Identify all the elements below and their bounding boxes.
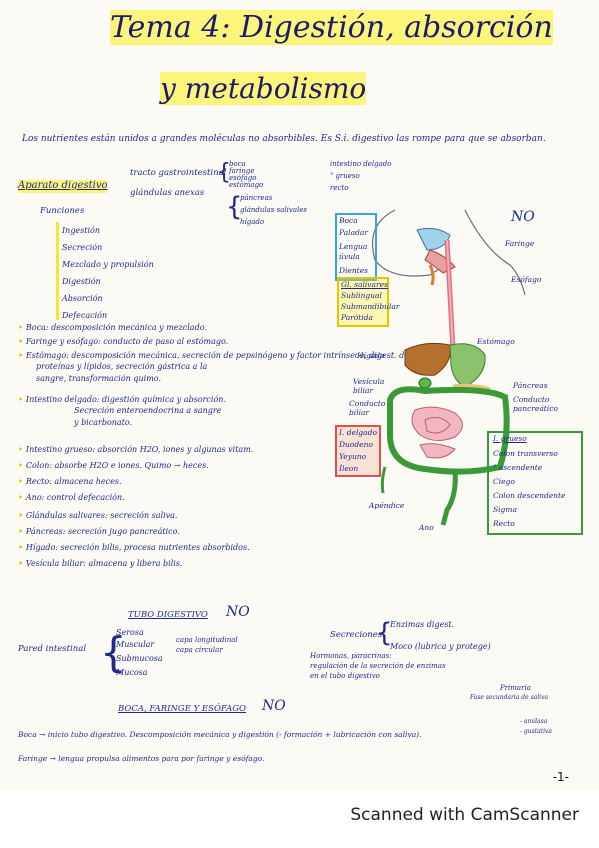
glandulas-label: glándulas anexas <box>130 188 205 198</box>
conducto-biliar-label: Conducto biliar <box>349 399 386 417</box>
camscanner-watermark: Scanned with CamScanner <box>350 805 579 825</box>
ano-label: Ano <box>419 523 434 532</box>
list-item: Vesícula biliar: almacena y libera bilis… <box>25 559 183 568</box>
list-item: Recto: almacena heces. <box>25 477 122 486</box>
tracto-right-item: recto <box>330 184 349 192</box>
side-note: - gustativa <box>520 728 553 735</box>
list-item: Faringe y esófago: conducto de paso al e… <box>25 337 229 346</box>
digestive-system-diagram: NO Faringe Esófago Boca Paladar Lengua ú… <box>335 205 585 540</box>
list-item: Páncreas: secreción jugo pancreático. <box>25 527 180 536</box>
page-title-line2: y metabolismo <box>160 72 367 105</box>
tracto-item: faringe <box>229 167 255 175</box>
glandula-item: páncreas <box>240 194 273 202</box>
muscular-note: capa longitudinal <box>176 636 238 644</box>
estomago-label: Estómago <box>477 337 515 346</box>
list-item: Estómago: descomposición mecánica, secre… <box>25 351 423 360</box>
muscular-note: capa circular <box>176 646 223 654</box>
vesicula-label: Vesícula biliar <box>353 377 385 395</box>
no-mark: NO <box>511 209 535 225</box>
hormonas-note: en el tubo digestivo <box>310 672 380 680</box>
higado-label: Hígado <box>357 351 385 360</box>
side-note: Fase secundaria de saliva <box>470 694 549 701</box>
tracto-right-item: intestino delgado <box>330 160 392 168</box>
glandulas-salivares-box: Gl. salivares Sublingual Submandibular P… <box>337 277 399 327</box>
list-item: Serosa <box>116 628 144 637</box>
page-title: Tema 4: Digestión, absorción <box>110 10 553 45</box>
tubo-digestivo-title: TUBO DIGESTIVO <box>128 610 208 620</box>
list-item: Mezclado y propulsión <box>62 260 154 269</box>
brace-icon: { <box>217 160 231 185</box>
side-note: - amilasa <box>520 718 548 725</box>
list-item: Muscular <box>116 640 155 649</box>
pancreas-label: Páncreas <box>513 381 548 390</box>
hormonas-note: regulación de la secreción de enzimas <box>310 662 446 670</box>
intestino-delgado-box: I. delgado Duodeno Yeyuno Íleon <box>335 425 381 477</box>
pared-intestinal-label: Pared intestinal <box>18 644 87 654</box>
intro-paragraph: Los nutrientes están unidos a grandes mo… <box>22 134 546 144</box>
list-item: Defecación <box>62 311 108 320</box>
tracto-item: estómago <box>229 181 264 189</box>
list-item: Intestino grueso: absorción H2O, iones y… <box>25 445 254 454</box>
intestino-grueso-box: I. grueso Colon transverso " ascendente … <box>487 431 583 535</box>
highlight-bar <box>56 222 59 320</box>
funciones-list: Ingestión Secreción Mezclado y propulsió… <box>62 222 154 324</box>
brace-icon: { <box>226 192 243 222</box>
list-item: Boca: descomposición mecánica y mezclado… <box>25 323 207 332</box>
list-item: proteínas y lípidos, secreción gástrica … <box>36 362 208 371</box>
list-item: Mucosa <box>116 668 148 677</box>
list-item: Digestión <box>62 277 101 286</box>
list-item: Ingestión <box>62 226 101 235</box>
boca-box: Boca Paladar Lengua úvula Dientes <box>335 213 377 281</box>
tracto-right-item: " grueso <box>330 172 360 180</box>
tracto-label: tracto gastrointestinal <box>130 168 227 178</box>
boca-line: Boca → inicio tubo digestivo. Descomposi… <box>18 730 422 739</box>
conducto-pancreatico-label: Conducto pancreático <box>513 395 558 413</box>
tracto-item: boca <box>229 160 246 168</box>
list-item: Absorción <box>62 294 103 303</box>
faringe-label: Faringe <box>505 239 535 248</box>
brace-icon: { <box>376 618 393 648</box>
funciones-label: Funciones <box>40 206 85 216</box>
list-item: y bicarbonato. <box>74 418 133 427</box>
secreciones-label: Secreciones <box>330 630 383 640</box>
no-mark: NO <box>226 604 250 620</box>
list-item: Hígado: secreción bilis, procesa nutrien… <box>25 543 250 552</box>
scanned-page: Tema 4: Digestión, absorción y metabolis… <box>18 10 585 784</box>
list-item: Secreción <box>62 243 103 252</box>
glandula-item: hígado <box>240 218 265 226</box>
faringe-line: Faringe → lengua propulsa alimentos para… <box>18 754 265 763</box>
esofago-label: Esófago <box>511 275 542 284</box>
side-note: Primaria <box>500 684 531 692</box>
glandula-item: glándulas salivales <box>240 206 307 214</box>
anatomy-illustration <box>371 209 526 526</box>
list-item: Glándulas salivares: secreción saliva. <box>25 511 178 520</box>
brace-icon: { <box>100 628 127 677</box>
apendice-label: Apéndice <box>369 501 405 510</box>
list-item: Secreción enteroendocrina a sangre <box>74 406 222 415</box>
list-item: Submucosa <box>116 654 163 663</box>
aparato-digestivo-label: Aparato digestivo <box>18 180 108 193</box>
boca-section-title: BOCA, FARINGE Y ESÓFAGO <box>118 704 246 714</box>
tracto-item: esófago <box>229 174 257 182</box>
hormonas-note: Hormonas, paracrinas: <box>310 652 392 660</box>
list-item: Colon: absorbe H2O e iones. Quimo → hece… <box>25 461 209 470</box>
page-number: -1- <box>552 770 569 784</box>
no-mark: NO <box>262 698 286 714</box>
list-item: Ano: control defecación. <box>25 493 125 502</box>
list-item: Enzimas digest. <box>390 620 455 629</box>
list-item: sangre, transformación quimo. <box>36 374 162 383</box>
list-item: Intestino delgado: digestión química y a… <box>25 395 226 404</box>
list-item: Moco (lubrica y protege) <box>390 642 491 651</box>
